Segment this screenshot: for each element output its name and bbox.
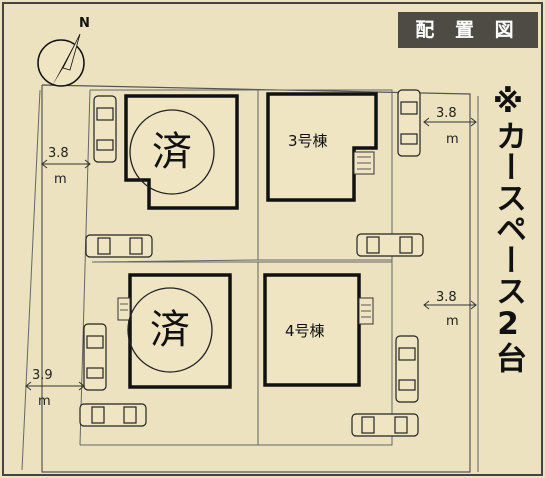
sold-mark-2: 済 [150,307,190,353]
sold-circle-2 [127,287,213,373]
dim-left-top-unit: m [54,172,67,187]
house-2 [117,273,232,389]
house-4-label: 4号棟 [285,322,325,340]
dim-left-bottom-unit: m [38,394,51,409]
sold-mark-1: 済 [152,129,192,175]
car-space-note: ※カースペース2台 [490,84,526,373]
dim-right-top-value: 3.8 [436,106,457,121]
road-line-left [21,89,41,471]
parking-cars [79,89,424,437]
dim-left-bottom-value: 3.9 [32,368,53,383]
north-label: N [79,16,90,31]
site-boundary [41,84,471,473]
dim-right-top-unit: m [446,132,459,147]
dim-left-top-value: 3.8 [48,146,69,161]
house-3-label: 3号棟 [288,132,328,150]
house-3 [266,92,378,202]
lot-lines [79,89,393,446]
title-band [398,12,538,48]
north-compass [37,33,85,87]
house-1 [124,94,239,210]
dim-right-mid-unit: m [446,314,459,329]
page-title: 配 置 図 [415,19,521,41]
dim-right-mid-value: 3.8 [436,290,457,305]
sold-circle-1 [129,109,215,195]
house-4 [263,273,374,387]
dimension-arrows [25,117,477,391]
